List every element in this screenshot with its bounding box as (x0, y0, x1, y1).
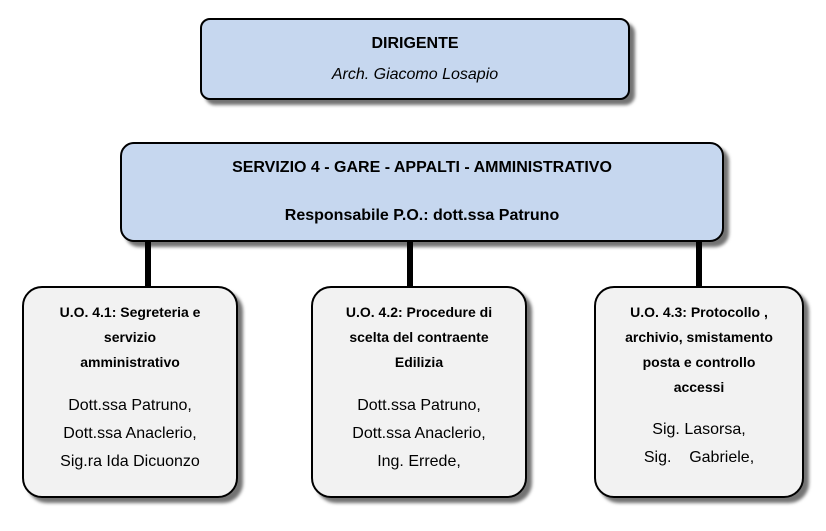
unit-member: Dott.ssa Anaclerio, (352, 425, 486, 442)
unit-members: Sig. Lasorsa, Sig. Gabriele, (606, 416, 792, 472)
unit-member: Dott.ssa Patruno, (357, 397, 481, 414)
servizio-responsabile: Responsabile P.O.: dott.ssa Patruno (284, 207, 560, 224)
unit-title: U.O. 4.1: Segreteria e servizio amminist… (34, 300, 226, 375)
unit-title-line: U.O. 4.1: Segreteria e (59, 304, 201, 320)
unit-member: Dott.ssa Patruno, (68, 397, 192, 414)
unit-title: U.O. 4.3: Protocollo , archivio, smistam… (606, 300, 792, 400)
unit-title-line: scelta del contraente (349, 329, 489, 345)
unit-title-line: Edilizia (394, 354, 444, 370)
dirigente-box: DIRIGENTE Arch. Giacomo Losapio (200, 18, 630, 100)
servizio-title: SERVIZIO 4 - GARE - APPALTI - AMMINISTRA… (232, 159, 612, 176)
unit-title: U.O. 4.2: Procedure di scelta del contra… (323, 300, 515, 375)
connector-unit-1 (145, 242, 151, 287)
unit-box-4-1: U.O. 4.1: Segreteria e servizio amminist… (22, 286, 238, 498)
unit-member: Sig.ra Ida Dicuonzo (60, 453, 200, 470)
unit-member: Ing. Errede, (377, 453, 461, 470)
unit-title-line: accessi (673, 379, 725, 395)
unit-member: Sig. Lasorsa, (652, 421, 746, 438)
unit-box-4-2: U.O. 4.2: Procedure di scelta del contra… (311, 286, 527, 498)
unit-members: Dott.ssa Patruno, Dott.ssa Anaclerio, Si… (34, 392, 226, 476)
unit-title-line: amministrativo (80, 354, 180, 370)
unit-title-line: servizio (103, 329, 157, 345)
unit-member: Sig. Gabriele, (643, 449, 755, 466)
unit-title-line: posta e controllo (642, 354, 756, 370)
connector-unit-3 (696, 242, 702, 287)
unit-title-line: U.O. 4.3: Protocollo , (630, 304, 768, 320)
connector-unit-2 (407, 242, 413, 287)
unit-members: Dott.ssa Patruno, Dott.ssa Anaclerio, In… (323, 392, 515, 476)
unit-member: Dott.ssa Anaclerio, (63, 425, 197, 442)
dirigente-name: Arch. Giacomo Losapio (331, 66, 499, 83)
unit-title-line: archivio, smistamento (625, 329, 773, 345)
unit-title-line: U.O. 4.2: Procedure di (345, 304, 493, 320)
dirigente-role: DIRIGENTE (371, 35, 459, 52)
servizio-box: SERVIZIO 4 - GARE - APPALTI - AMMINISTRA… (120, 142, 724, 242)
unit-box-4-3: U.O. 4.3: Protocollo , archivio, smistam… (594, 286, 804, 498)
